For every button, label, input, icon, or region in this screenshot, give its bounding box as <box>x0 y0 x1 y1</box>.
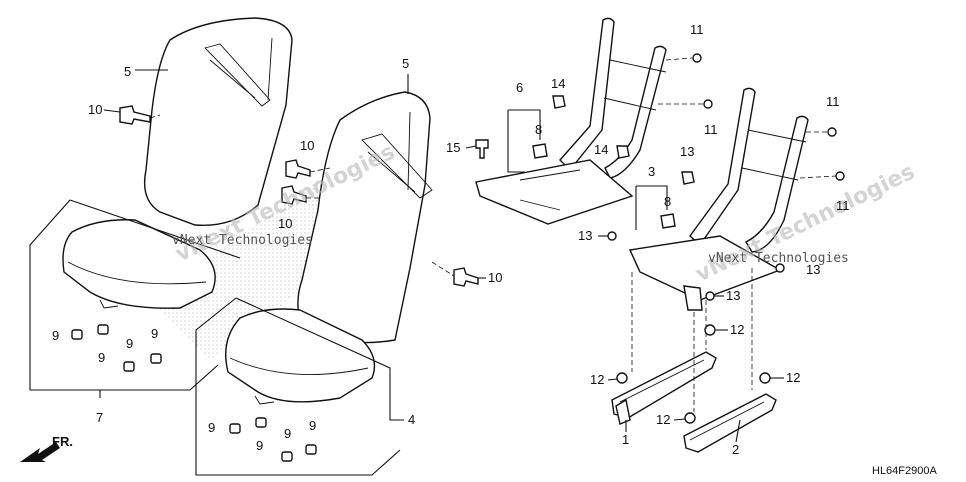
callout-9b: 9 <box>98 350 105 365</box>
seat-rail-1 <box>611 351 717 425</box>
callout-15: 15 <box>446 140 460 155</box>
callout-12d: 12 <box>786 370 800 385</box>
callout-10c: 10 <box>278 216 292 231</box>
seat-back-left <box>143 17 293 227</box>
callout-11a: 11 <box>690 22 704 37</box>
callout-11b: 11 <box>704 122 718 137</box>
seat-frame-6 <box>475 17 667 225</box>
watermark-right-text: vNext Technologies <box>708 251 849 266</box>
watermark-left-text: vNext Technologies <box>172 233 313 248</box>
callout-1: 1 <box>622 432 629 447</box>
front-direction-arrow: FR. <box>20 434 73 462</box>
callout-13b: 13 <box>578 228 592 243</box>
bolt-12-group <box>616 324 771 424</box>
seat-frame-3 <box>628 87 809 311</box>
callout-5a: 5 <box>124 64 131 79</box>
group-bracket-7 <box>29 199 219 391</box>
callout-9c: 9 <box>126 336 133 351</box>
nut-9-group-left <box>71 324 162 372</box>
bolt-11-group <box>692 53 845 181</box>
callout-9a: 9 <box>52 328 59 343</box>
seat-back-right <box>297 91 433 344</box>
callout-10b: 10 <box>300 138 314 153</box>
callout-12b: 12 <box>590 372 604 387</box>
callout-13d: 13 <box>726 288 740 303</box>
group-bracket-6 <box>507 110 525 173</box>
front-direction-label: FR. <box>52 434 73 449</box>
callout-5b: 5 <box>402 56 409 71</box>
callout-14b: 14 <box>594 142 608 157</box>
seat-cushion-left <box>62 219 216 309</box>
callout-14a: 14 <box>551 76 565 91</box>
callout-8b: 8 <box>664 194 671 209</box>
callout-12c: 12 <box>656 412 670 427</box>
seat-rail-2 <box>683 393 777 453</box>
callout-9h: 9 <box>309 418 316 433</box>
nut-9-group-right <box>229 417 317 462</box>
callout-9e: 9 <box>208 420 215 435</box>
callout-9g: 9 <box>284 426 291 441</box>
callout-2: 2 <box>732 442 739 457</box>
callout-6: 6 <box>516 80 523 95</box>
callout-10a: 10 <box>88 102 102 117</box>
callout-3: 3 <box>648 164 655 179</box>
callout-labels: 5 5 10 10 10 10 7 4 9 9 9 9 9 9 9 9 6 3 … <box>52 22 850 457</box>
callout-11d: 11 <box>836 198 850 213</box>
nut-group-frames <box>475 95 785 301</box>
seat-cushion-right <box>225 308 376 405</box>
callout-13a: 13 <box>680 144 694 159</box>
group-bracket-4 <box>195 297 401 476</box>
bolt-10-group <box>119 105 479 287</box>
callout-4: 4 <box>408 412 415 427</box>
callout-10d: 10 <box>488 270 502 285</box>
callout-9f: 9 <box>256 438 263 453</box>
callout-12a: 12 <box>730 322 744 337</box>
diagram-code: HL64F2900A <box>872 465 937 477</box>
callout-13c: 13 <box>806 262 820 277</box>
callout-11c: 11 <box>826 94 840 109</box>
callout-9d: 9 <box>151 326 158 341</box>
callout-8a: 8 <box>535 122 542 137</box>
callout-7: 7 <box>96 410 103 425</box>
